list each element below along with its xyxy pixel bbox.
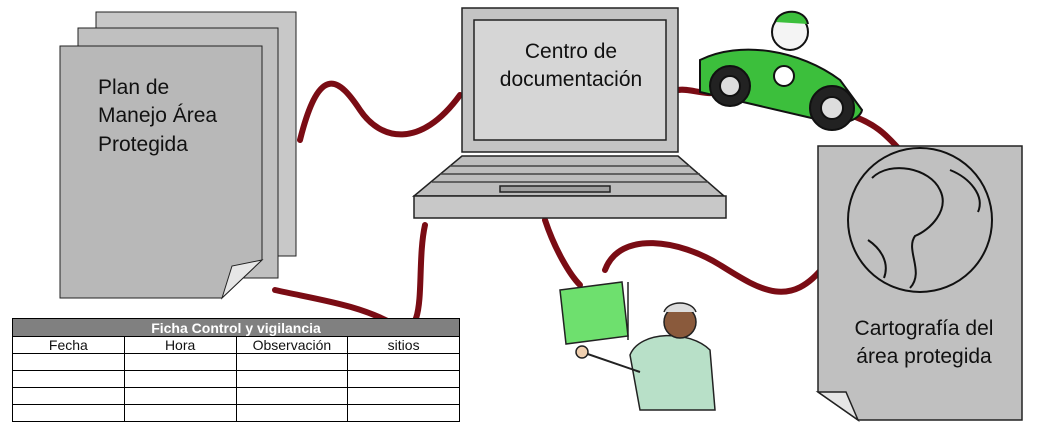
table-cell — [123, 404, 237, 422]
plan-label-line-3: Protegida — [98, 132, 188, 156]
table-cell — [12, 353, 125, 371]
connector-car-carto — [847, 112, 903, 153]
table-cell — [235, 387, 349, 405]
table-cell — [123, 370, 237, 388]
plan-document-stack-icon — [59, 11, 297, 300]
plan-manejo-label: Plan de Manejo Área Protegida — [98, 74, 268, 159]
table-cell — [347, 353, 460, 371]
table-cell — [347, 387, 460, 405]
ficha-title: Ficha Control y vigilancia — [12, 318, 460, 337]
column-header-observacion: Observación — [235, 336, 349, 354]
centro-label-line-2: documentación — [499, 68, 643, 92]
table-cell — [12, 387, 125, 405]
table-row — [12, 353, 460, 371]
centro-documentacion-label: Centro de documentación — [478, 38, 664, 95]
connector-ficha-laptop — [272, 222, 428, 331]
table-cell — [123, 387, 237, 405]
race-car-icon — [699, 10, 864, 131]
plan-label-line-1: Plan de — [98, 76, 170, 99]
ficha-control-table: Ficha Control y vigilancia Fecha Hora Ob… — [12, 318, 460, 422]
table-cell — [347, 370, 460, 388]
globe-icon — [847, 147, 993, 293]
presenter-icon — [559, 281, 716, 411]
table-row — [12, 404, 460, 422]
column-header-sitios: sitios — [347, 336, 460, 354]
table-cell — [123, 353, 237, 371]
table-cell — [12, 404, 125, 422]
connector-presenter-carto — [602, 240, 828, 295]
laptop-icon — [411, 7, 727, 219]
column-header-fecha: Fecha — [12, 336, 125, 354]
centro-label-line-1: Centro de — [524, 40, 618, 63]
table-cell — [235, 353, 349, 371]
table-cell — [12, 370, 125, 388]
table-row — [12, 370, 460, 388]
cartografia-label: Cartografía del área protegida — [826, 315, 1022, 372]
table-row — [12, 387, 460, 405]
plan-label-line-2: Manejo Área — [98, 104, 218, 128]
table-cell — [347, 404, 460, 422]
carto-label-line-1: Cartografía del — [854, 317, 994, 340]
table-cell — [235, 370, 349, 388]
carto-label-line-2: área protegida — [856, 345, 992, 369]
connector-laptop-presenter — [542, 217, 583, 288]
cartografia-document-icon — [815, 145, 1023, 423]
column-header-hora: Hora — [123, 336, 237, 354]
table-cell — [235, 404, 349, 422]
connector-plan-centro — [297, 80, 463, 143]
